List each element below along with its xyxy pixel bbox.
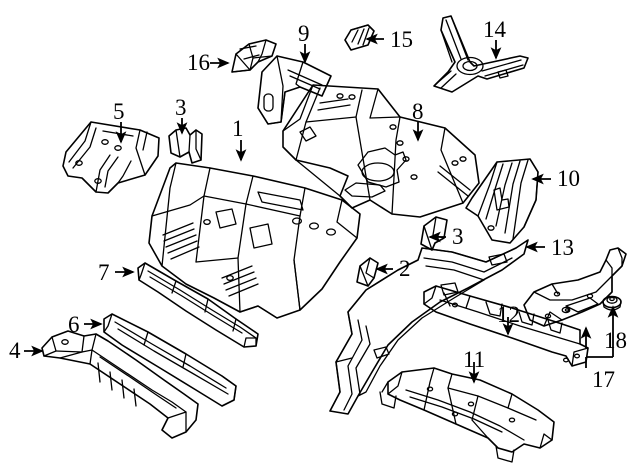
callout-label-15: 15 <box>390 27 413 52</box>
callout-label-4: 4 <box>9 338 21 363</box>
part-16-corner-gusset <box>231 39 277 73</box>
callout-bracket-17 <box>585 322 614 368</box>
callout-label-13: 13 <box>551 235 574 260</box>
callout-label-16: 16 <box>187 50 210 75</box>
callout-label-2: 2 <box>399 256 411 281</box>
callout-label-7: 7 <box>98 260 110 285</box>
callout-label-9: 9 <box>298 21 310 46</box>
callout-label-8: 8 <box>412 99 424 124</box>
part-8-rear-floor-pan <box>282 84 480 218</box>
callout-label-18: 18 <box>604 328 627 353</box>
part-13-side-sill-rail <box>329 239 529 415</box>
part-15-insulator-pad <box>344 24 375 51</box>
callout-label-3b: 3 <box>452 224 464 249</box>
part-11-rear-crossmember <box>379 367 555 463</box>
part-14-y-brace <box>433 15 529 93</box>
callout-label-5: 5 <box>113 99 125 124</box>
part-7-seat-crossmember <box>137 262 259 348</box>
part-3-bracket-upper <box>168 127 203 164</box>
part-5-heat-shield <box>62 121 160 194</box>
callout-label-14: 14 <box>483 17 506 42</box>
callout-label-17: 17 <box>592 367 615 392</box>
callout-label-12: 12 <box>497 302 520 327</box>
part-4-rocker-panel <box>41 330 199 439</box>
part-18-retainer-nut <box>602 295 622 311</box>
part-17-underbody-cover <box>523 247 627 327</box>
part-2-small-bracket <box>356 257 379 287</box>
callout-label-3: 3 <box>175 95 187 120</box>
part-6-floor-side-member <box>103 313 237 407</box>
part-3-bracket-lower <box>420 216 448 251</box>
part-1-front-floor-pan <box>148 162 361 319</box>
callout-label-6: 6 <box>68 312 80 337</box>
part-10-wheelhouse-shield <box>465 158 539 244</box>
part-9-rear-rail <box>257 55 332 125</box>
callout-label-1: 1 <box>232 116 244 141</box>
callout-label-11: 11 <box>463 347 486 372</box>
callout-label-10: 10 <box>557 166 580 191</box>
